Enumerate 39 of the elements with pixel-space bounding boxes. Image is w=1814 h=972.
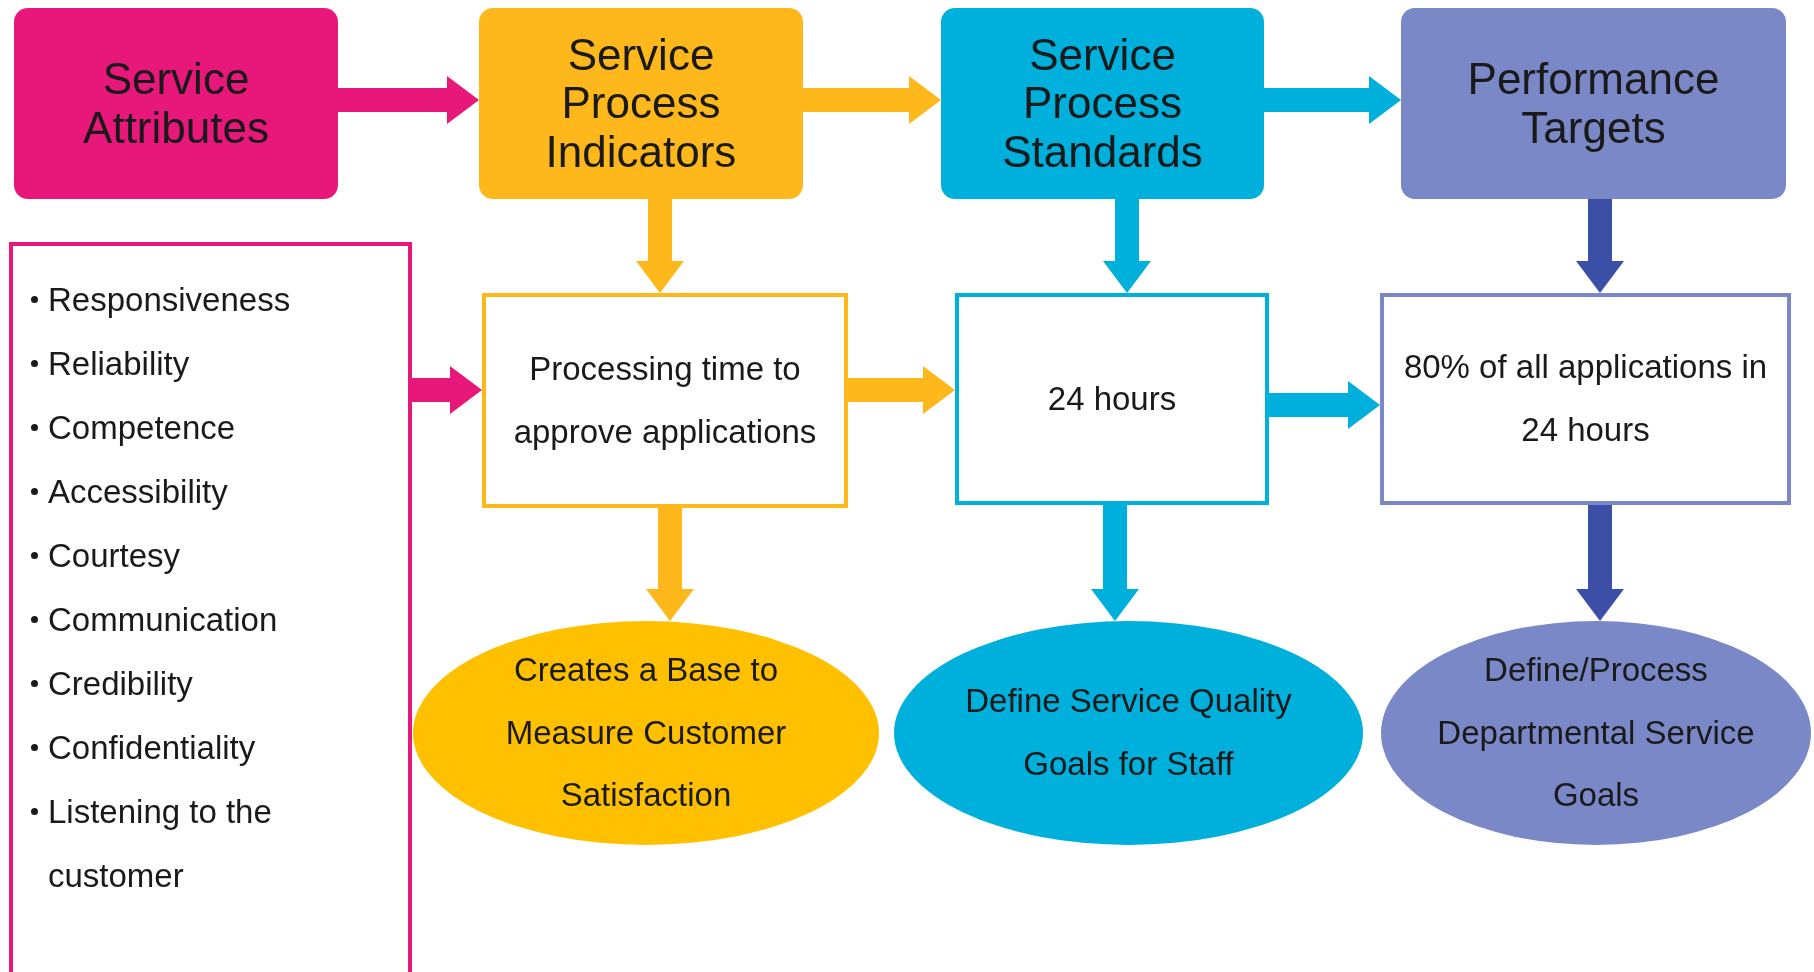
block-arrow <box>1269 381 1380 429</box>
block-arrow <box>1576 505 1624 621</box>
box-text: 24 hours <box>1047 378 1177 419</box>
block-arrow <box>1103 199 1151 293</box>
list-item: Reliability <box>48 344 190 384</box>
list-item: Credibility <box>48 664 193 704</box>
block-arrow <box>412 366 482 414</box>
list-item: Accessibility <box>48 472 228 512</box>
block-arrow <box>338 76 479 124</box>
ellipse-text: Creates a Base to Measure Customer Satisfaction <box>504 649 788 816</box>
ellipse-text: Define/Process Departmental Service Goals <box>1436 649 1756 816</box>
box-text: 80% of all applications in 24 hours <box>1402 347 1769 450</box>
box-text: Processing time to approve applications <box>512 348 818 452</box>
block-arrow <box>646 508 694 621</box>
ellipse-text: Define Service Quality Goals for Staff <box>964 681 1293 784</box>
value-box <box>955 293 1269 505</box>
attribute-list-box <box>9 242 412 972</box>
list-item: Listening to the customer <box>48 792 273 896</box>
list-item: Responsiveness <box>48 280 291 320</box>
value-box <box>482 293 848 508</box>
header-text: Service Process Indicators <box>544 30 738 177</box>
header-box <box>14 8 338 199</box>
block-arrow <box>1264 76 1401 124</box>
header-text: Service Attributes <box>82 55 270 152</box>
list-item: Competence <box>48 408 236 448</box>
header-text: Service Process Standards <box>1001 30 1204 177</box>
list-item: Confidentiality <box>48 728 256 768</box>
block-arrow <box>636 199 684 293</box>
header-box <box>1401 8 1786 199</box>
block-arrow <box>1576 199 1624 293</box>
header-box <box>941 8 1264 199</box>
list-item: Courtesy <box>48 536 181 576</box>
header-box <box>479 8 803 199</box>
list-item: Communication <box>48 600 278 640</box>
value-box <box>1380 293 1791 505</box>
block-arrow <box>1091 505 1139 621</box>
block-arrow <box>848 366 955 414</box>
header-text: Performance Targets <box>1466 55 1721 152</box>
block-arrow <box>803 76 941 124</box>
